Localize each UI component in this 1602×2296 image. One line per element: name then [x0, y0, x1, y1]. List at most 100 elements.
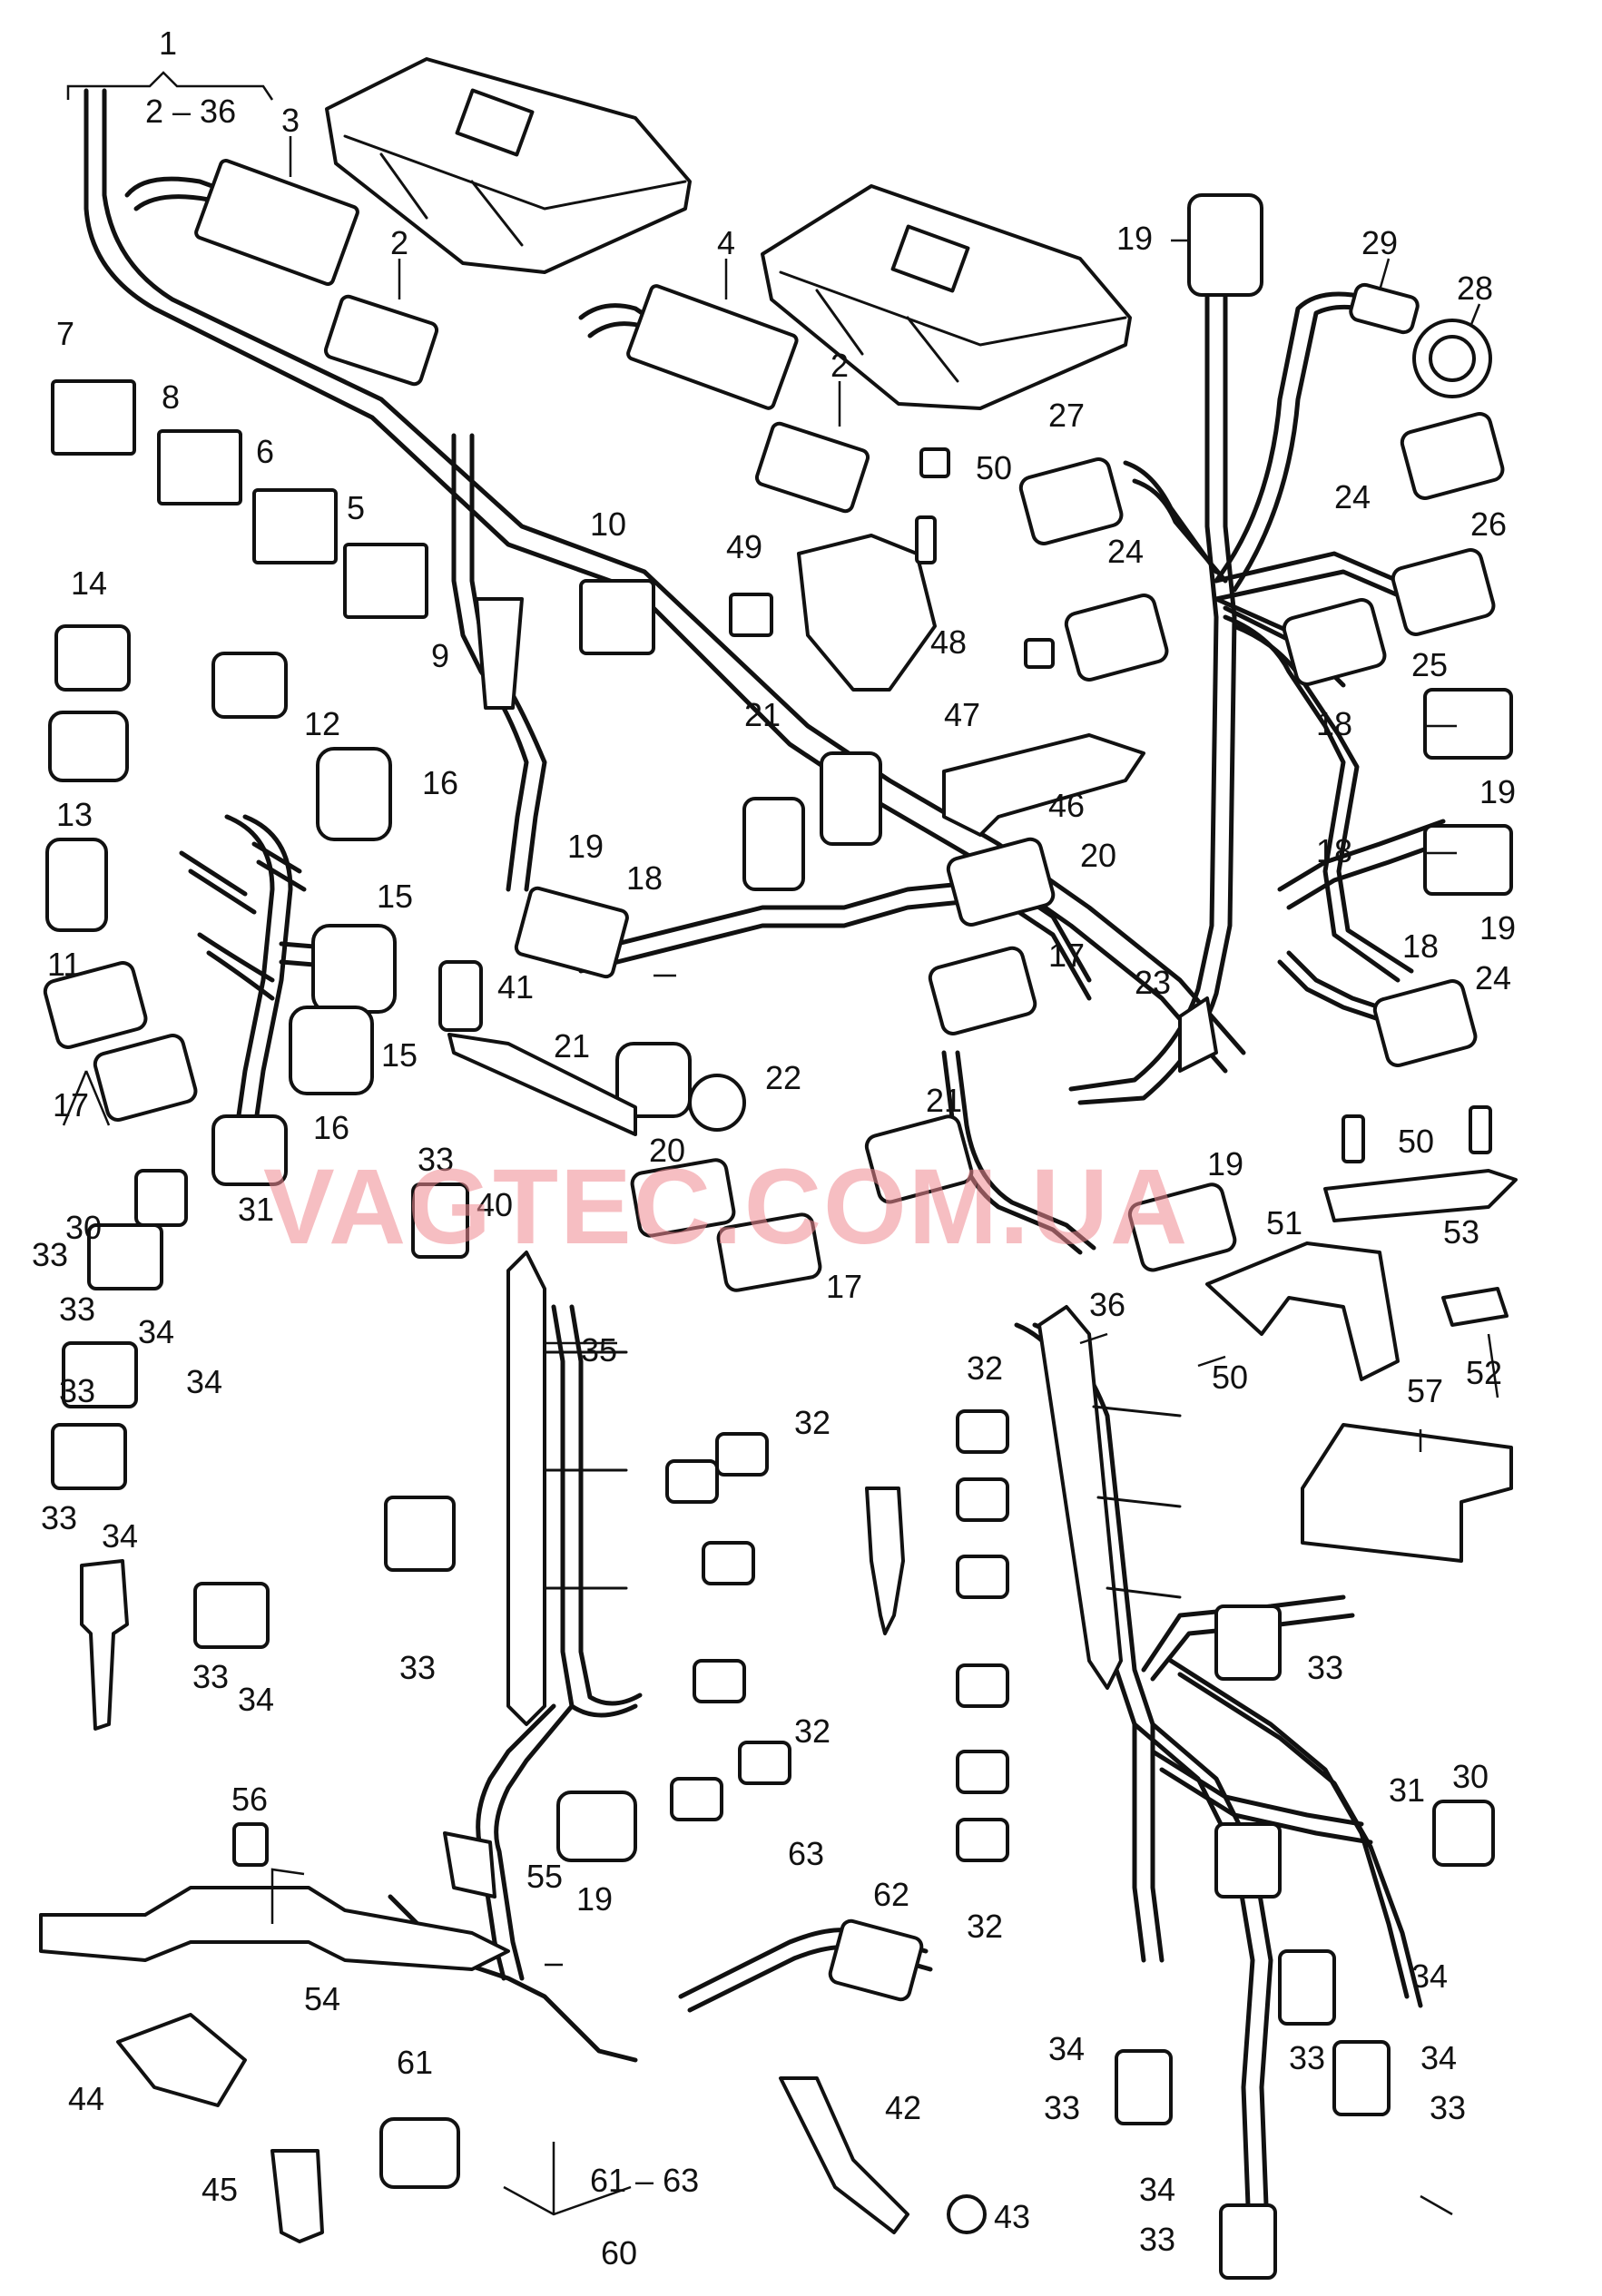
callout-5: 5 — [347, 489, 365, 526]
callout-52: 52 — [1466, 1354, 1502, 1391]
callout-13: 13 — [56, 796, 93, 833]
callout-43: 43 — [994, 2198, 1030, 2235]
callout-33: 33 — [399, 1649, 436, 1686]
callout-2: 2 — [830, 347, 849, 384]
callout-40: 40 — [477, 1186, 513, 1223]
callout-31: 31 — [238, 1191, 274, 1228]
callout-18: 18 — [1316, 705, 1352, 742]
callout-51: 51 — [1266, 1204, 1302, 1241]
callout-49: 49 — [726, 528, 762, 565]
callout-29: 29 — [1361, 224, 1398, 261]
callout-33: 33 — [32, 1236, 68, 1273]
callout-50: 50 — [976, 449, 1012, 486]
callout-36: 36 — [1089, 1286, 1125, 1323]
ecu-housing-left — [325, 57, 692, 274]
callout-3: 3 — [281, 102, 300, 139]
callout-33: 33 — [59, 1372, 95, 1409]
callout-54: 54 — [304, 1980, 340, 2017]
callout-12: 12 — [304, 705, 340, 742]
callout-18: 18 — [626, 859, 663, 897]
callout-18: 18 — [1316, 832, 1352, 869]
callout-42: 42 — [885, 2089, 921, 2126]
callout-32: 32 — [794, 1404, 830, 1441]
callout-32: 32 — [967, 1349, 1003, 1387]
callout-22: 22 — [765, 1059, 801, 1096]
callout-19: 19 — [1116, 220, 1153, 257]
callout-14: 14 — [71, 564, 107, 602]
callout-24: 24 — [1475, 959, 1511, 996]
callout-16: 16 — [422, 764, 458, 801]
callout-18: 18 — [1402, 927, 1439, 965]
callout-2: 2 — [390, 224, 408, 261]
callout-33: 33 — [1044, 2089, 1080, 2126]
callout-21: 21 — [926, 1082, 962, 1119]
watermark-text: VAGTEC.COM.UA — [263, 1147, 1189, 1267]
callout-34: 34 — [138, 1313, 174, 1350]
callout-63: 63 — [788, 1835, 824, 1872]
callout-24: 24 — [1334, 478, 1371, 515]
callout-55: 55 — [526, 1858, 563, 1895]
callout-45: 45 — [201, 2171, 238, 2208]
callout-33: 33 — [1139, 2221, 1175, 2258]
callout-35: 35 — [581, 1331, 617, 1369]
leader-lines — [62, 71, 1499, 2216]
callout-44: 44 — [68, 2080, 104, 2117]
connector-parts — [39, 159, 1518, 2280]
callout-32: 32 — [794, 1712, 830, 1750]
callout-27: 27 — [1048, 397, 1085, 434]
callout-15: 15 — [381, 1036, 418, 1074]
callout-23: 23 — [1135, 964, 1171, 1001]
callout-2-36: 2 – 36 — [145, 93, 236, 130]
callout-61-63: 61 – 63 — [590, 2162, 699, 2199]
callout-8: 8 — [162, 378, 180, 416]
callout-16: 16 — [313, 1109, 349, 1146]
callout-46: 46 — [1048, 787, 1085, 824]
callout-6: 6 — [256, 433, 274, 470]
callout-17: 17 — [1048, 937, 1085, 974]
callout-56: 56 — [231, 1781, 268, 1818]
callout-19: 19 — [1479, 909, 1516, 947]
callout-34: 34 — [102, 1517, 138, 1555]
callout-34: 34 — [1411, 1957, 1448, 1995]
callout-19: 19 — [576, 1880, 613, 1918]
callout-33: 33 — [59, 1290, 95, 1328]
callout-9: 9 — [431, 637, 449, 674]
callout-21: 21 — [744, 696, 781, 733]
callout-33: 33 — [418, 1141, 454, 1178]
callout-21: 21 — [554, 1027, 590, 1065]
callout-30: 30 — [1452, 1758, 1489, 1795]
callout-1: 1 — [159, 25, 177, 62]
callout-53: 53 — [1443, 1213, 1479, 1251]
callout-33: 33 — [1307, 1649, 1343, 1686]
callout-25: 25 — [1411, 646, 1448, 683]
callout-19: 19 — [1479, 773, 1516, 810]
callout-7: 7 — [56, 315, 74, 352]
callout-33: 33 — [192, 1658, 229, 1695]
callout-50: 50 — [1398, 1123, 1434, 1160]
callout-17: 17 — [826, 1268, 862, 1305]
callout-32: 32 — [967, 1908, 1003, 1945]
callout-34: 34 — [1139, 2171, 1175, 2208]
callout-19: 19 — [567, 828, 604, 865]
callout-20: 20 — [649, 1132, 685, 1169]
callout-30: 30 — [65, 1209, 102, 1246]
callout-33: 33 — [1289, 2039, 1325, 2076]
callout-34: 34 — [238, 1681, 274, 1718]
callout-19: 19 — [1207, 1145, 1243, 1182]
callout-17: 17 — [53, 1086, 89, 1123]
callout-47: 47 — [944, 696, 980, 733]
callout-41: 41 — [497, 968, 534, 1006]
callout-26: 26 — [1470, 505, 1507, 543]
callout-62: 62 — [873, 1876, 909, 1913]
callout-10: 10 — [590, 505, 626, 543]
callout-20: 20 — [1080, 837, 1116, 874]
ecu-housing-right — [761, 184, 1132, 410]
callout-48: 48 — [930, 623, 967, 661]
callout-57: 57 — [1407, 1372, 1443, 1409]
callout-50: 50 — [1212, 1359, 1248, 1396]
callout-28: 28 — [1457, 270, 1493, 307]
callout-labels: 1 2 – 36 3 2 4 2 19 29 28 7 8 6 5 10 50 … — [32, 25, 1516, 2271]
callout-61: 61 — [397, 2044, 433, 2081]
callout-11: 11 — [47, 946, 81, 983]
